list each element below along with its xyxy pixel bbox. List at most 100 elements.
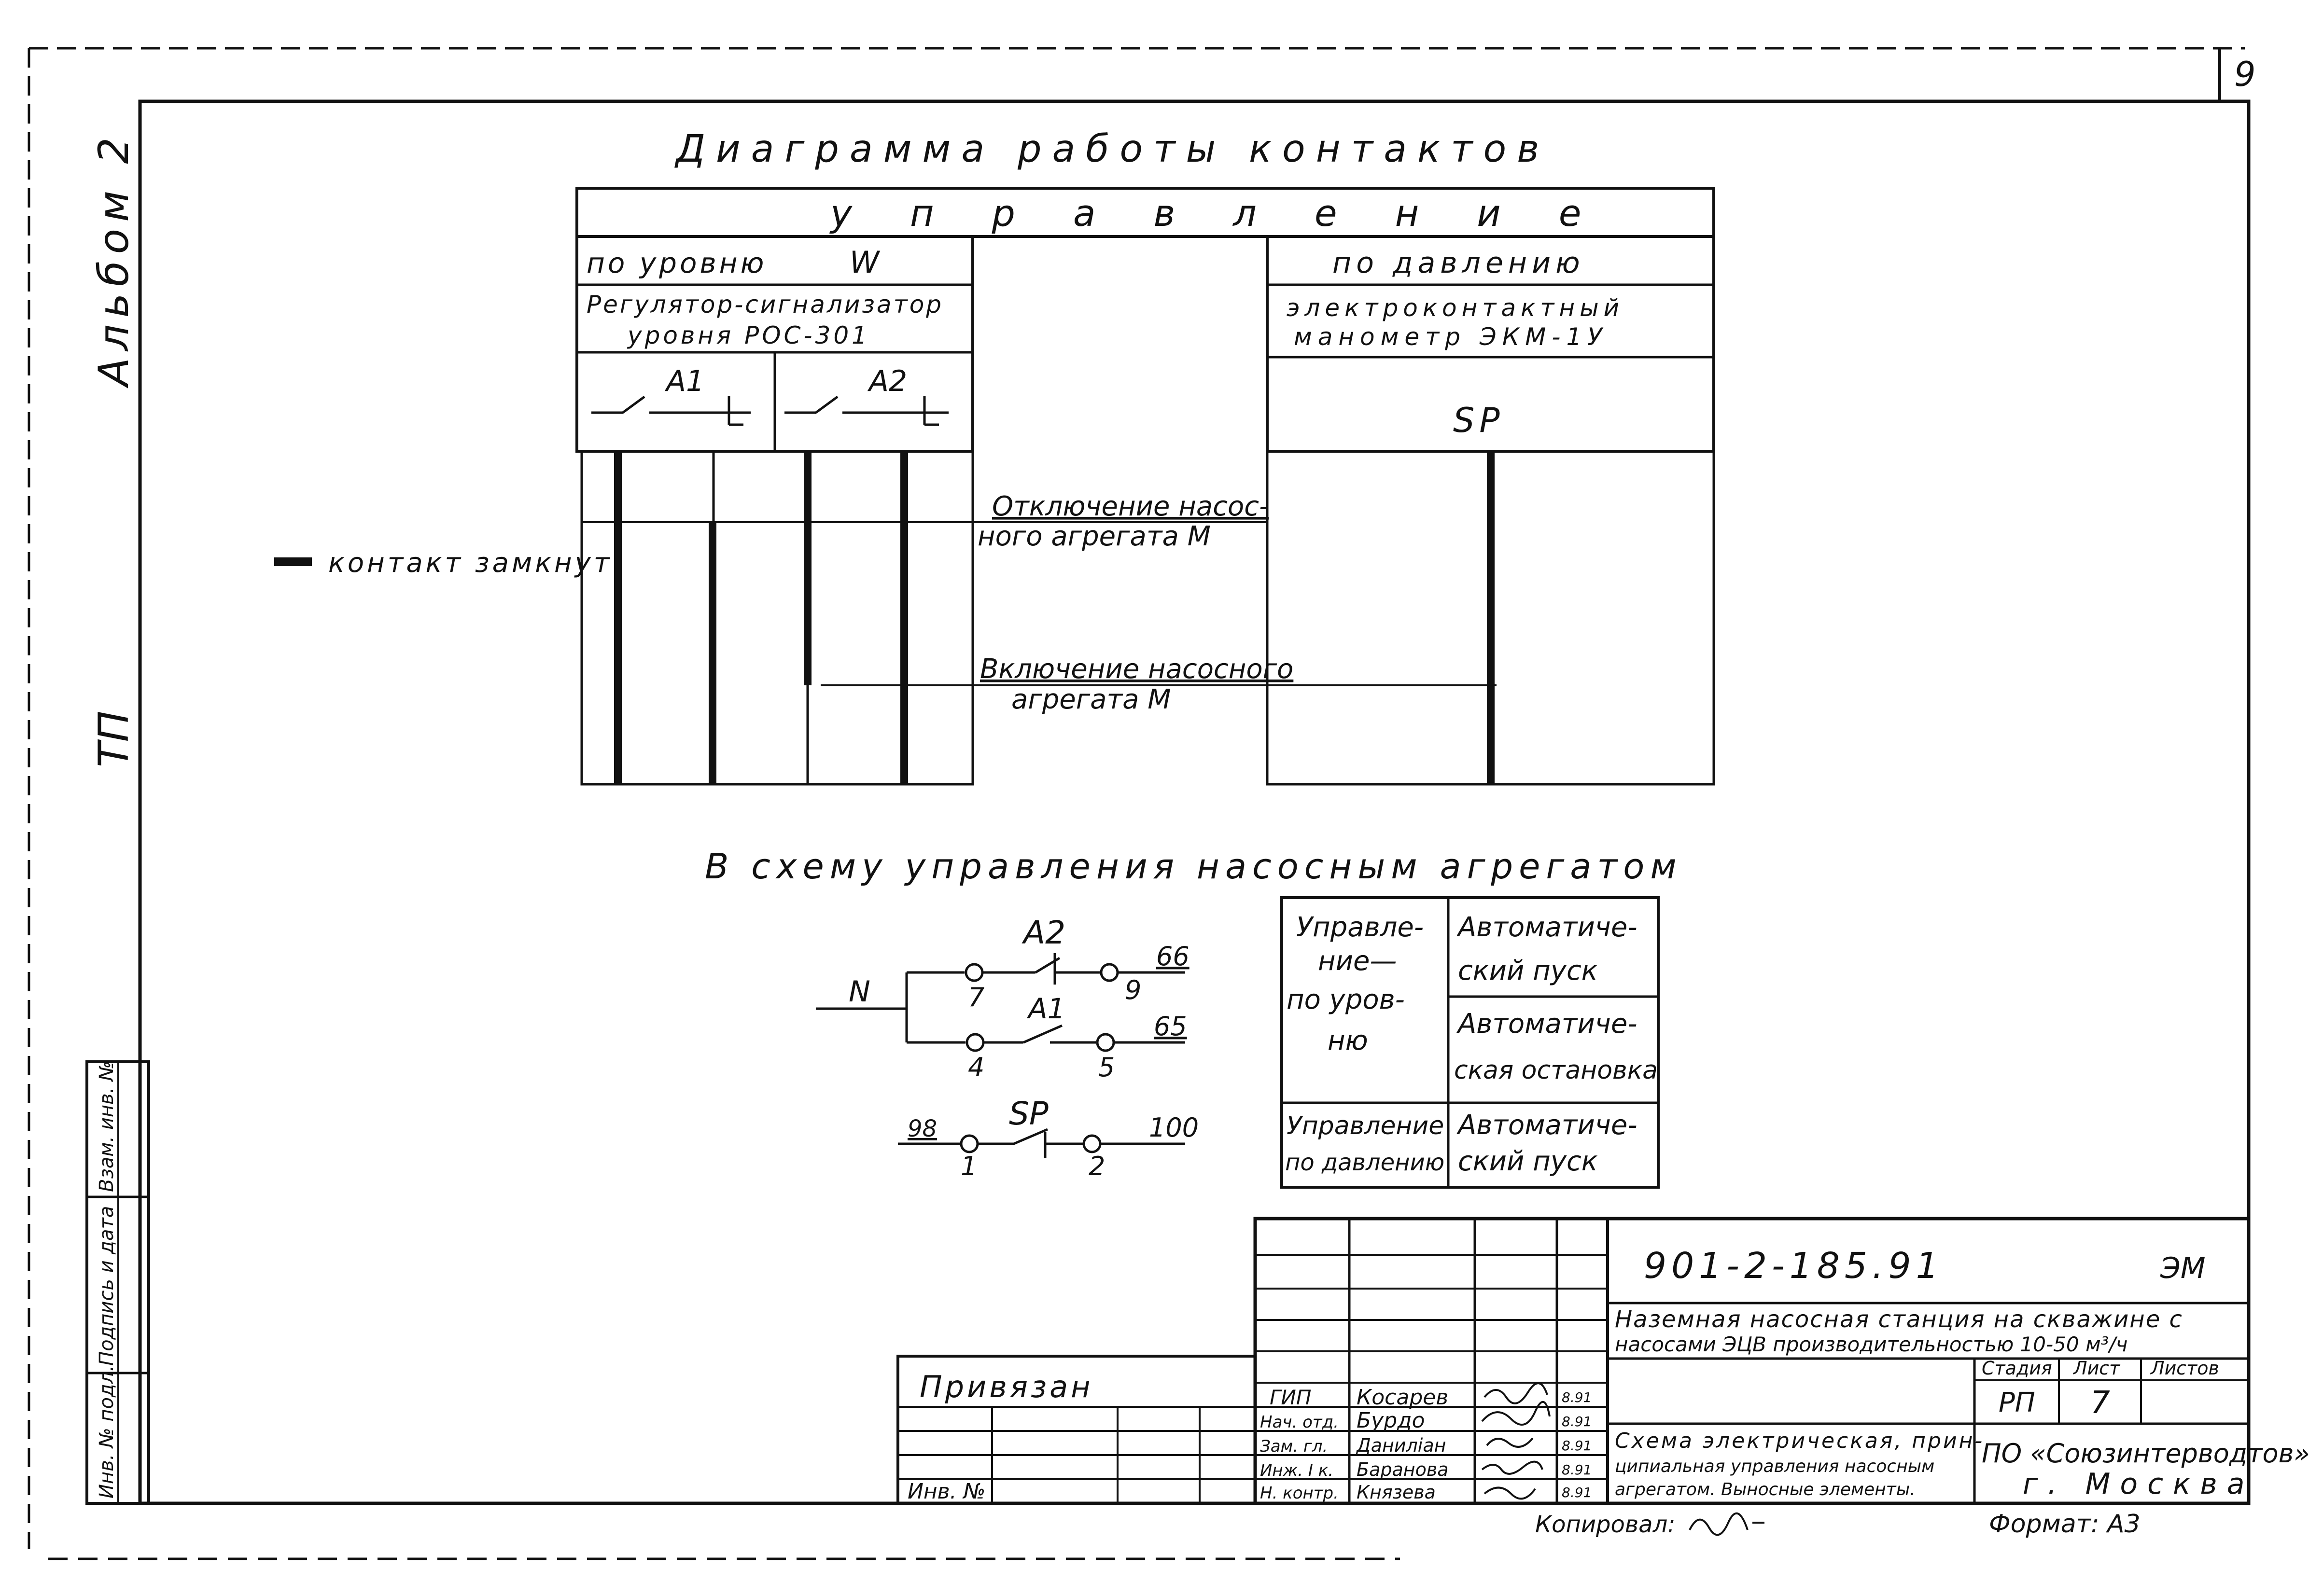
event-off-line2: ного агрегата М [978, 521, 1211, 552]
stamp-col-replace: Взам. инв. № [96, 1061, 118, 1192]
role-2: Зам. гл. [1260, 1437, 1328, 1456]
legend-text: контакт замкнут [328, 547, 612, 579]
event-on-line2: агрегата М [1011, 684, 1171, 715]
terminal-7 [965, 963, 984, 982]
scheme-label-98: 98 [908, 1115, 937, 1142]
scheme-label-2: 2 [1089, 1151, 1105, 1181]
name-3: Баранова [1357, 1459, 1449, 1480]
project-line1: Наземная насосная станция на скважине с [1615, 1306, 2183, 1333]
terminal-9 [1100, 963, 1119, 982]
terminal-5 [1096, 1033, 1115, 1052]
contact-a2-symbol: A2 [784, 364, 949, 426]
doc-code: 901-2-185.91 [1644, 1245, 1944, 1287]
pressure-contact-label: SP [1453, 401, 1505, 440]
date-3: 8.91 [1562, 1462, 1592, 1478]
project-line2: насосами ЭЦВ производительностью 10-50 м… [1615, 1332, 2127, 1356]
contact-a1-symbol: A1 [591, 364, 751, 426]
privyazan-block: Привязан Инв. № [896, 1355, 1257, 1505]
signatures [1481, 1382, 1551, 1500]
legend-closed-swatch [274, 557, 312, 566]
date-0: 8.91 [1562, 1389, 1592, 1405]
kopiroval: Копировал: [1535, 1511, 1675, 1538]
role-3: Инж. I к. [1260, 1461, 1333, 1480]
scheme-label-a2: A2 [1022, 914, 1065, 951]
terminal-2 [1082, 1134, 1102, 1153]
event-off-line1: Отключение насос- [992, 491, 1269, 522]
diagram-header: управление [829, 192, 1639, 235]
scheme-label-66: 66 [1156, 941, 1189, 971]
terminal-1 [960, 1134, 979, 1153]
title-block: 901-2-185.91 ЭМ Наземная насосная станци… [1253, 1217, 2309, 1505]
sheet-desc-line1: Схема электрическая, прин- [1615, 1429, 1984, 1453]
left-stamp-column: Инв. № подл. Подпись и дата Взам. инв. № [85, 1060, 150, 1505]
scheme-label-65: 65 [1154, 1011, 1187, 1041]
role-1: Нач. отд. [1260, 1413, 1339, 1432]
mode-table: Управле- ние— по уров- ню Автоматиче- ск… [1280, 896, 1660, 1189]
terminal-4 [966, 1033, 985, 1052]
role-0: ГИП [1270, 1386, 1311, 1409]
mode-level-line1: Управле- [1296, 912, 1424, 943]
mode-level-line3: по уров- [1287, 984, 1405, 1015]
mode-auto-start-line1: Автоматиче- [1456, 912, 1637, 943]
pressure-col-label: по давлению [1332, 246, 1585, 280]
level-col-label: по уровню [587, 247, 767, 279]
stamp-col-inv: Инв. № подл. [96, 1365, 118, 1499]
mode-auto-stop-line2: ская остановка [1454, 1056, 1658, 1085]
trim-lines [28, 47, 2245, 1560]
org-line2: г. Москва [2023, 1467, 2254, 1501]
a2-closed-bar-2 [900, 453, 908, 783]
mode-auto-stop-line1: Автоматиче- [1456, 1008, 1637, 1040]
pressure-device-line1: электроконтактный [1287, 294, 1624, 322]
stage-value: РП [1999, 1387, 2035, 1418]
a2-closed-bar-1 [804, 453, 812, 685]
date-2: 8.91 [1562, 1438, 1592, 1454]
scheme-label-5: 5 [1098, 1052, 1115, 1083]
sheet-desc-line3: агрегатом. Выносные элементы. [1615, 1480, 1916, 1499]
sheets-label: Листов [2150, 1358, 2219, 1379]
scheme-label-100: 100 [1149, 1112, 1199, 1143]
album-label: Альбом 2 [90, 131, 138, 389]
scheme-label-7: 7 [968, 982, 984, 1013]
format-label: Формат: А3 [1989, 1510, 2141, 1539]
mode-pressure-line1: Управление [1287, 1111, 1444, 1140]
org-line1: ПО «Союзинтерводтов» [1982, 1438, 2309, 1469]
diagram-title: Диаграмма работы контактов [674, 127, 1550, 171]
contact-a2-label: A2 [867, 364, 907, 398]
sp-closed-bar [1487, 453, 1495, 783]
wiring-scheme: N A2 66 7 9 A1 65 4 5 SP [816, 914, 1199, 1181]
sheet-value: 7 [2090, 1385, 2110, 1421]
date-4: 8.91 [1562, 1485, 1592, 1500]
stamp-col-sign: Подпись и дата [96, 1206, 118, 1366]
name-0: Косарев [1357, 1385, 1448, 1410]
mode-pressure-start-line1: Автоматиче- [1456, 1110, 1637, 1141]
sheet-label: Лист [2072, 1358, 2121, 1379]
a1-closed-bar-1 [614, 453, 622, 783]
mode-pressure-line2: по давлению [1285, 1149, 1444, 1176]
role-4: Н. контр. [1260, 1484, 1339, 1503]
a1-closed-bar-2 [709, 522, 716, 783]
sheet-desc-line2: ципиальная управления насосным [1615, 1457, 1934, 1476]
scheme-label-sp: SP [1009, 1095, 1049, 1132]
privyazan-label: Привязан [920, 1369, 1093, 1404]
mode-level-line4: ню [1328, 1025, 1368, 1056]
mode-auto-start-line2: ский пуск [1458, 955, 1598, 986]
side-labels: Альбом 2 ТП [90, 131, 138, 767]
name-4: Князева [1357, 1482, 1436, 1503]
approval-rows: ГИП Косарев 8.91 Нач. отд. Бурдо 8.91 За… [1260, 1385, 1592, 1503]
inv-no-label: Инв. № [908, 1479, 985, 1504]
mode-level-line2: ние— [1318, 945, 1397, 977]
date-1: 8.91 [1562, 1414, 1592, 1429]
event-on-line1: Включение насосного [980, 653, 1293, 685]
page-number: 9 [2234, 55, 2256, 94]
mode-pressure-start-line2: ский пуск [1458, 1146, 1598, 1177]
scheme-label-4: 4 [968, 1052, 984, 1083]
tp-label: ТП [90, 711, 138, 767]
name-2: Даниліан [1356, 1435, 1446, 1456]
level-device-line1: Регулятор-сигнализатор [587, 291, 943, 319]
contact-diagram-table: управление по уровню W Регулятор-сигнали… [575, 187, 1715, 786]
kopiroval-signature [1689, 1512, 1764, 1536]
legend: контакт замкнут [274, 547, 612, 579]
scheme-label-9: 9 [1125, 975, 1141, 1005]
scheme-label-n: N [849, 975, 870, 1009]
